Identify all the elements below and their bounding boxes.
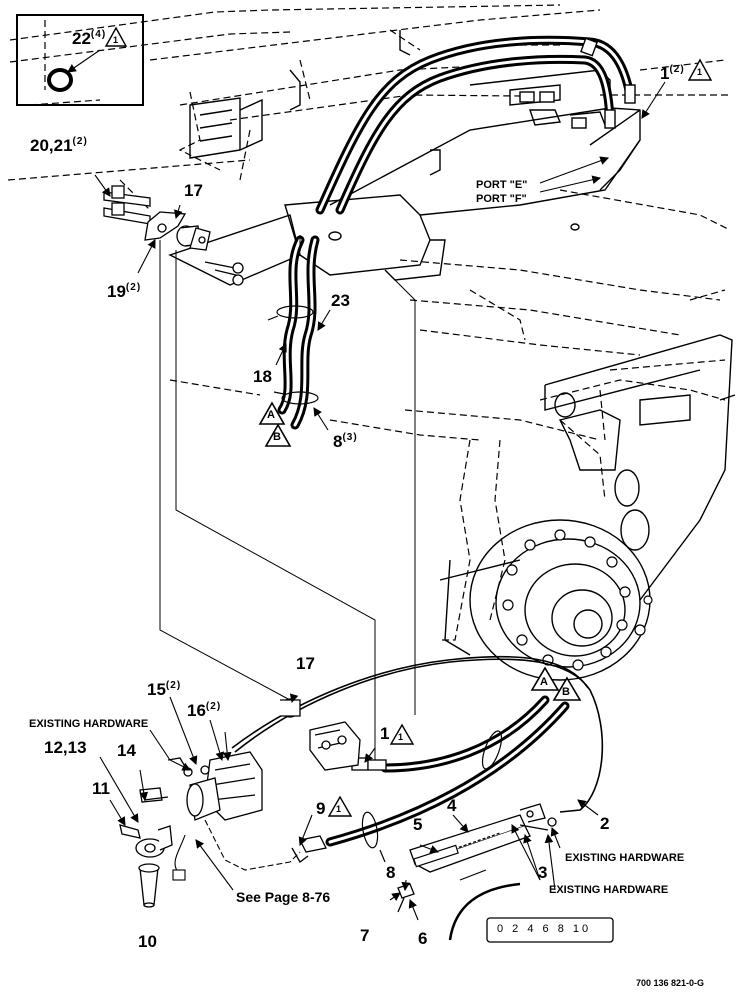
decal-scale-text: 0 2 4 6 8 10: [497, 923, 592, 935]
spring-clip-6-7-8: [397, 883, 415, 913]
lower-hoses: [325, 695, 570, 847]
callout-9: 9: [316, 799, 326, 818]
callout-12-13: 12,13: [44, 738, 87, 757]
hose-label-a-bottom: A: [540, 676, 548, 688]
upper-fittings: [519, 37, 636, 129]
hose-triangles: [258, 401, 582, 701]
callout-1-top: 1(2): [660, 64, 685, 83]
see-page-reference: See Page 8-76: [236, 889, 331, 905]
bolt-spacer-group: [103, 185, 244, 286]
callout-17-top: 17: [184, 181, 203, 200]
callout-11: 11: [92, 779, 110, 798]
callout-16: 16(2): [187, 701, 222, 720]
leader-lines-lower: [99, 693, 599, 921]
callout-6: 6: [418, 929, 428, 948]
upper-frame-solid: [168, 30, 641, 286]
note-1-marker-9: 1: [336, 804, 342, 814]
callout-3: 3: [538, 863, 548, 882]
pin-10: [119, 824, 173, 908]
curved-line-decal: [448, 869, 521, 941]
port-e-label: PORT "E": [476, 179, 528, 191]
callout-19: 19(2): [107, 282, 142, 301]
hose-label-b-bottom: B: [562, 686, 570, 698]
callout-14: 14: [117, 741, 136, 760]
upper-hoses: [277, 35, 635, 430]
note-1-marker-bottom: 1: [398, 732, 404, 742]
hose-clamps-upper: [267, 305, 319, 405]
explode-lines: [159, 235, 416, 770]
callout-15: 15(2): [147, 680, 182, 699]
port-f-label: PORT "F": [476, 193, 527, 205]
callout-4: 4: [447, 796, 457, 815]
callout-23: 23: [331, 291, 350, 310]
leader-lines: [67, 49, 666, 431]
valve-block: [280, 698, 361, 771]
hose-label-b-top: B: [273, 431, 281, 443]
existing-hardware-2: EXISTING HARDWARE: [565, 852, 685, 864]
callout-7: 7: [360, 926, 370, 945]
note-1-marker: 1: [113, 35, 119, 45]
callout-1-bottom: 1: [380, 724, 390, 743]
o-ring-detail-box: [16, 14, 144, 106]
lower-hose-clamps: [361, 730, 503, 863]
drawing-number: 700 136 821-0-G: [636, 978, 705, 988]
callout-2: 2: [600, 814, 610, 833]
callout-22: 22(4): [72, 29, 107, 48]
callout-8-bottom: 8: [386, 863, 396, 882]
callout-5: 5: [413, 815, 423, 834]
existing-hardware-3: EXISTING HARDWARE: [549, 884, 669, 896]
o-ring-22: [47, 68, 73, 92]
note-1-marker-top: 1: [697, 67, 703, 77]
actuator-assembly: [139, 751, 263, 821]
wheel-hub: [439, 334, 736, 681]
existing-hardware-1: EXISTING HARDWARE: [29, 718, 149, 730]
callout-18: 18: [253, 367, 272, 386]
callout-17-bottom: 17: [296, 654, 315, 673]
hose-label-a-top: A: [267, 409, 275, 421]
note-triangles: [104, 26, 713, 817]
decal-scale-box: [486, 917, 614, 943]
callout-20-21: 20,21(2): [30, 136, 88, 155]
callout-10: 10: [138, 932, 157, 951]
machine-frame-dashed: [7, 4, 731, 641]
wiring-harness: [172, 819, 301, 881]
callout-8-top: 8(3): [333, 432, 358, 451]
